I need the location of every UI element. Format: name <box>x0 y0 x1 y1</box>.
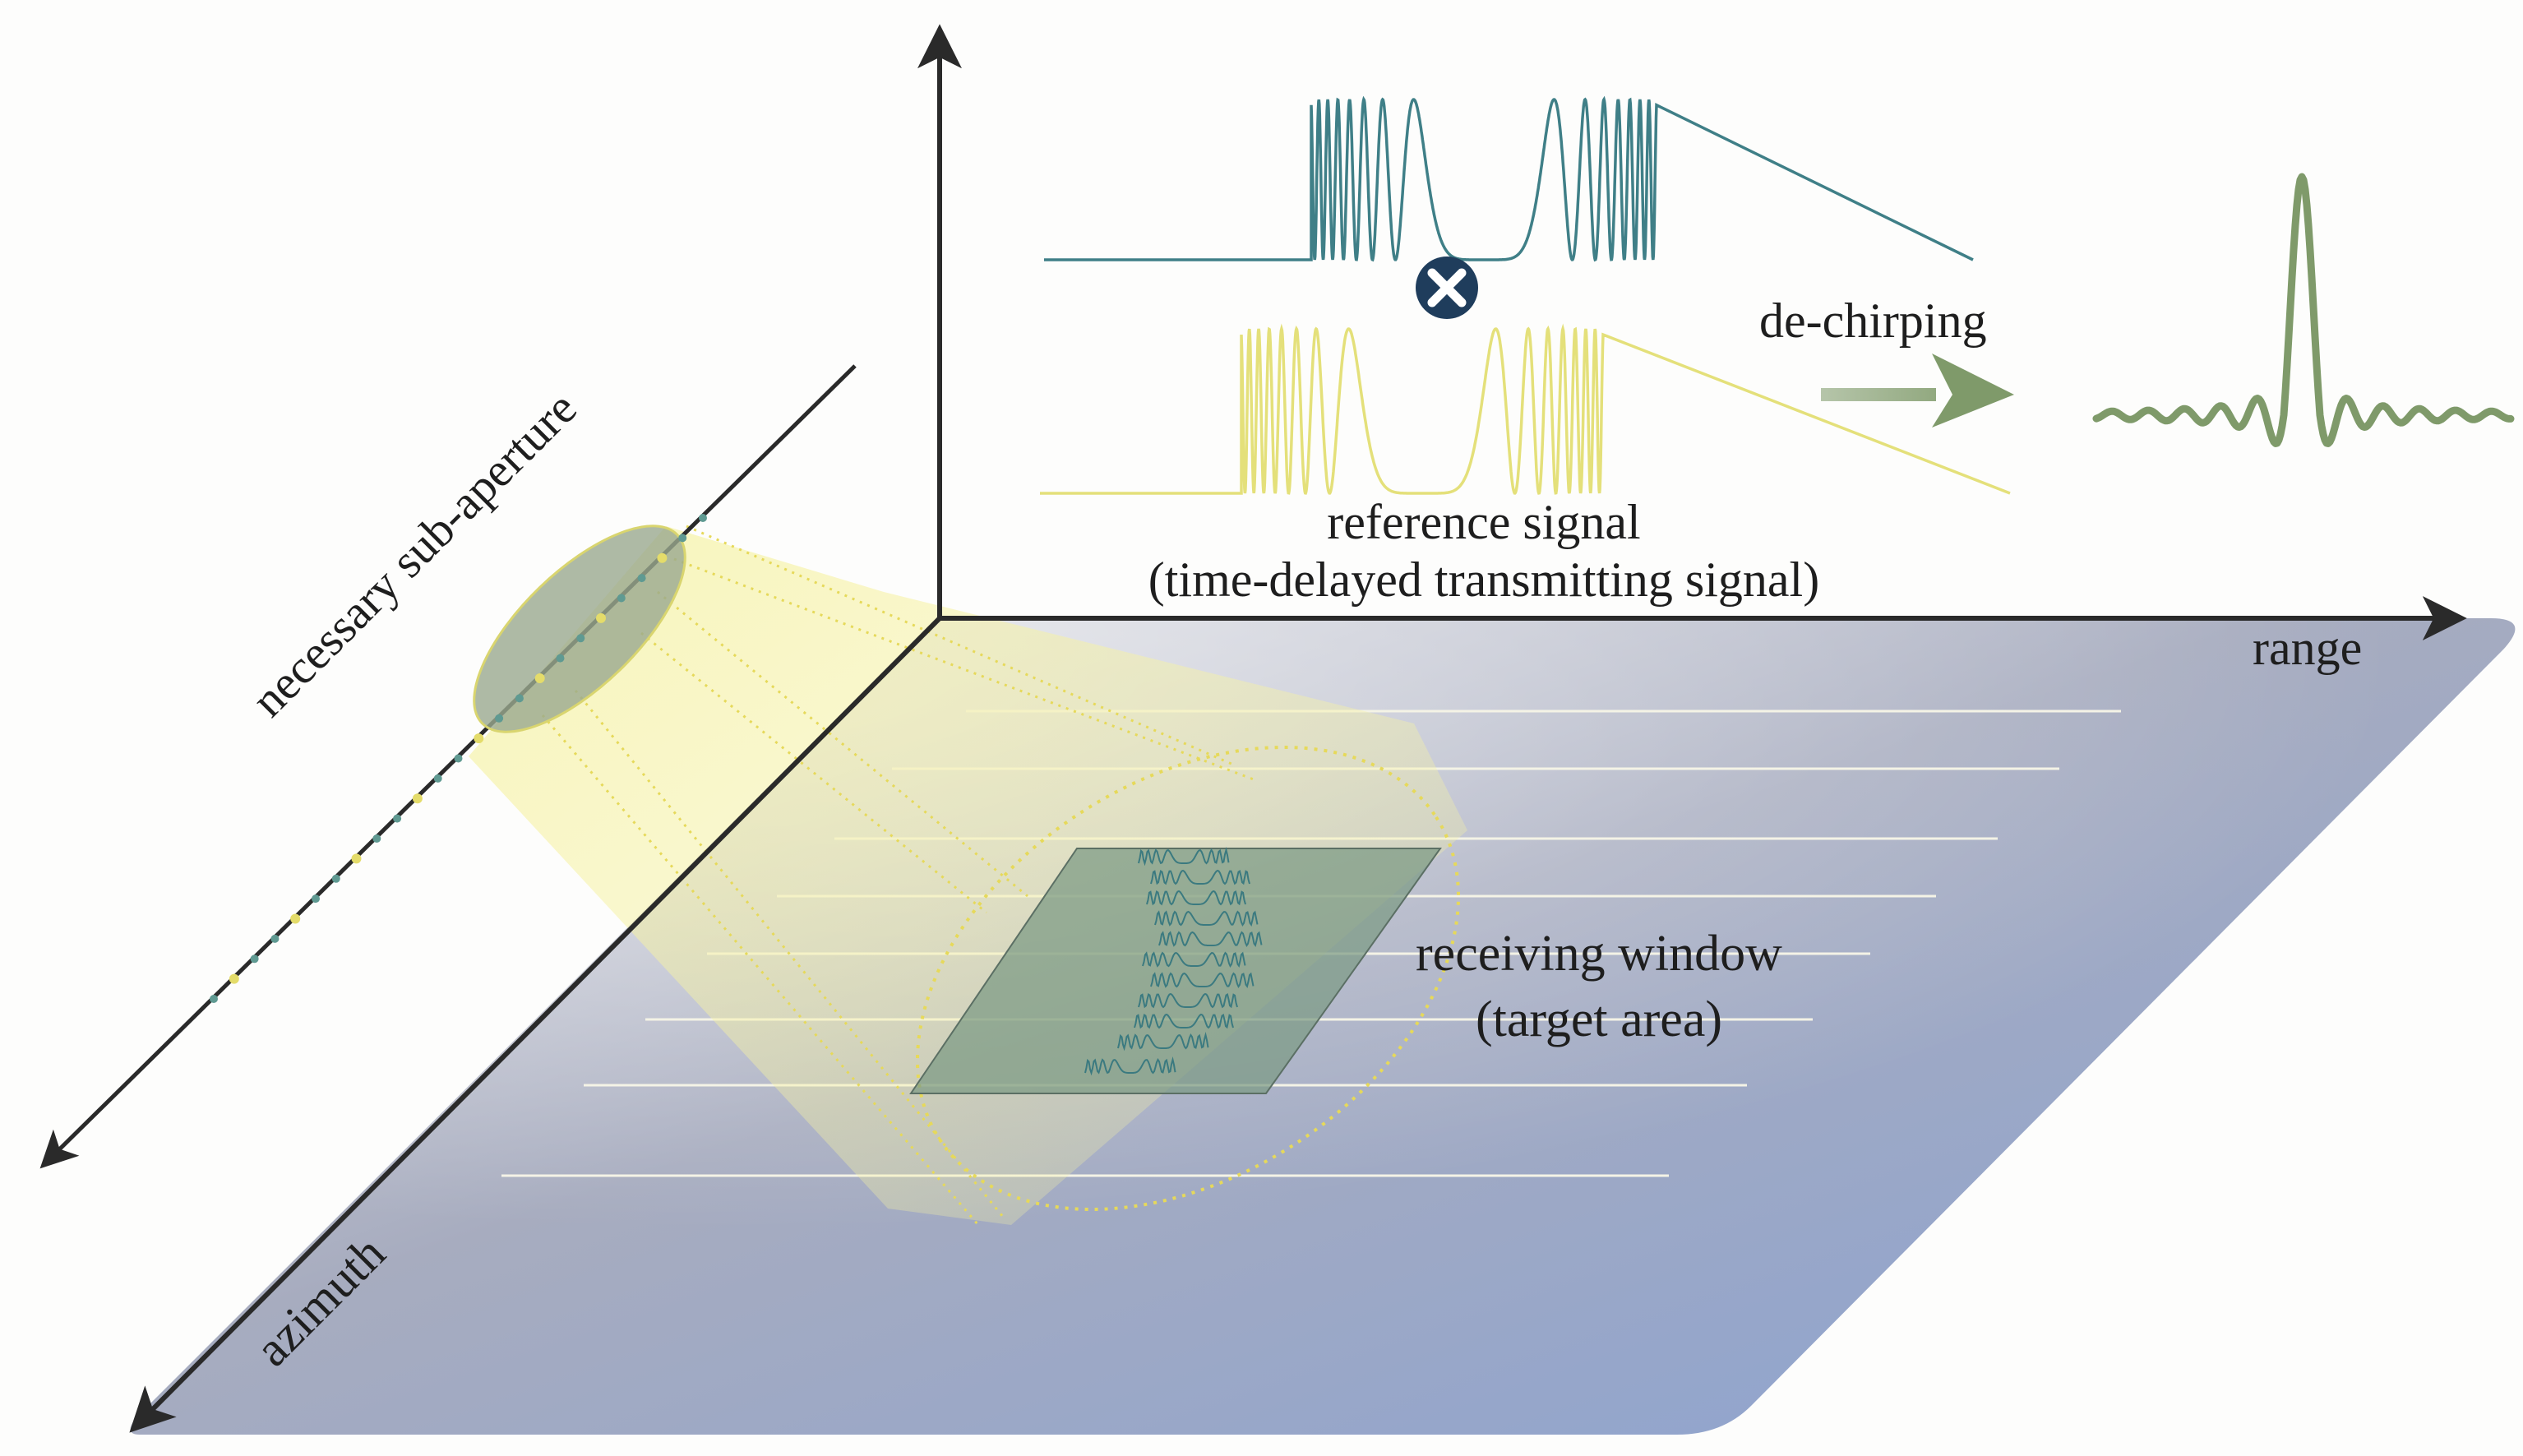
aperture-position <box>515 694 524 703</box>
target-echo <box>1134 1013 1234 1029</box>
aperture-position <box>534 673 545 683</box>
aperture-position <box>331 874 340 883</box>
reference-chirp-signal <box>1040 323 2011 495</box>
illumination-beam <box>469 526 1467 1225</box>
target-echo <box>1150 869 1250 885</box>
ground-plane-glow <box>130 618 2516 1435</box>
target-echo <box>1142 951 1246 968</box>
target-echo <box>1154 910 1259 927</box>
beam-rays <box>541 525 1259 1226</box>
aperture-position <box>474 733 484 744</box>
aperture-position <box>576 634 585 643</box>
aperture-position <box>312 894 320 904</box>
reference-signal-label: reference signal <box>1327 495 1640 549</box>
azimuth-axis <box>129 616 942 1433</box>
target-echo <box>1146 890 1246 906</box>
aperture-position <box>210 995 218 1003</box>
multiply-icon <box>1416 257 1478 319</box>
target-echo <box>1158 931 1263 948</box>
target-echo <box>1138 992 1238 1009</box>
aperture-position <box>229 973 239 984</box>
aperture-position <box>433 774 442 783</box>
target-echo <box>1138 847 1230 867</box>
compressed-pulse <box>2092 173 2515 447</box>
aperture-position <box>454 754 463 763</box>
arrow-right-icon <box>1821 354 2014 428</box>
aperture-position <box>617 594 626 603</box>
aperture-position <box>678 534 687 543</box>
target-echoes <box>1084 847 1263 1076</box>
aperture-position <box>372 834 381 843</box>
de-chirping-label: de-chirping <box>1759 294 1987 348</box>
target-echo <box>1084 1056 1176 1076</box>
aperture-position <box>637 574 646 583</box>
aperture-position <box>412 793 423 804</box>
aperture-position <box>393 814 402 823</box>
aperture-position <box>270 934 280 943</box>
footprint-ellipse <box>915 746 1461 1211</box>
reference-signal-note: (time-delayed transmitting signal) <box>1148 552 1819 607</box>
aperture-position <box>596 612 606 623</box>
aperture-position <box>351 853 362 864</box>
aperture-position <box>495 714 504 723</box>
sub-aperture-ellipse <box>473 525 686 733</box>
aperture-position <box>699 514 707 522</box>
received-chirp-signal <box>1044 95 1974 262</box>
aperture-positions <box>210 514 707 1003</box>
range-label: range <box>2253 621 2362 675</box>
receiving-window-label: receiving window <box>1416 926 1782 982</box>
target-echo <box>1150 972 1255 989</box>
aperture-position <box>657 552 668 563</box>
aperture-position <box>556 654 565 663</box>
target-echo <box>1117 1032 1209 1052</box>
receiving-window <box>909 848 1442 1094</box>
aperture-position <box>250 954 259 964</box>
target-area-label: (target area) <box>1476 991 1722 1047</box>
aperture-position <box>290 913 301 924</box>
flight-path <box>39 364 857 1169</box>
